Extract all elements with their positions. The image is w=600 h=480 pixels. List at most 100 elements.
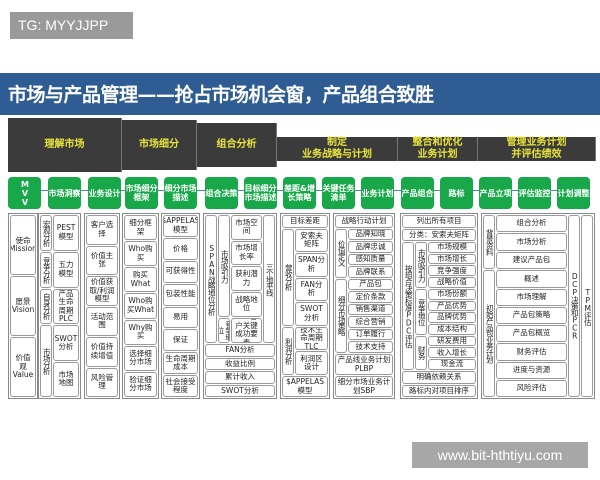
group-label: 利润分析 [282,326,294,375]
arrow-connector [238,190,244,191]
group-items: 产品生命周期PLC [53,288,79,325]
step-5: 组合决策 [205,177,238,209]
step-14: 计划调整 [557,177,590,209]
detail-box: 综合营销 [348,316,393,328]
detail-box: 战略地位 [231,291,262,317]
detail-box: 品牌忠诚 [348,241,393,253]
detail-box: 成本结构 [428,323,476,335]
detail-body: $APPELAS模型价格可获得性包装性能易用保证生命周期成本社会接受程度 [163,215,198,397]
step-12: 产品立项 [479,177,512,209]
group-items: 市场份额产品优势品牌优势成本结构 [428,288,476,335]
detail-group: $APPELAS模型价格可获得性包装性能易用保证生命周期成本社会接受程度 [163,215,198,397]
detail-box: 活动范围 [86,306,118,336]
detail-body: 按组合决策标准PDC评估市场吸引力市场规模市场增长竞争强度战略价值竞争地位市场份… [402,242,476,370]
detail-column: $APPELAS模型价格可获得性包装性能易用保证生命周期成本社会接受程度 [161,213,200,399]
detail-group: 市场吸引力市场规模市场增长竞争强度战略价值 [415,242,476,288]
detail-box: 验证细分市场 [124,371,157,397]
arrow-connector [473,190,479,191]
detail-box: $APPELAS模型 [163,215,198,237]
detail-box: 愿景 Vision [10,276,36,336]
step-7: 差距&增长策略 [283,177,316,209]
group-items: $APPELAS模型价格可获得性包装性能易用保证生命周期成本社会接受程度 [163,215,198,397]
arrow-connector [316,190,322,191]
phase-3: 制定 业务战略与计划 [277,137,398,161]
detail-box: 产品生命周期PLC [53,288,79,325]
arrow-connector [394,190,401,191]
detail-box: 战略价值 [428,277,476,288]
detail-box: 技术支持 [348,341,393,353]
group-label: 背景资料 [483,215,495,270]
detail-box: 市场份额 [428,288,476,300]
group-items: 组合分析市场分析建议产品包 [496,215,567,270]
detail-box: 收益比例 [205,357,275,370]
detail-body: 客户选择价值主张价值获取/利润模型活动范围价值持续增值风险管理 [86,215,118,397]
detail-box: 利润区设计 [295,351,328,375]
step-6: 目标细分市场描述 [244,177,277,209]
phase-2: 组合分析 [197,123,277,167]
group-label: 竞争分析 [40,251,52,288]
arrow-connector [41,190,48,191]
detail-box: $APPELAS模型 [282,376,328,397]
detail-box: 累计收入 [205,371,275,384]
group-items: 产品包定价条款销售渠道综合营销订单履行技术支持 [348,278,393,353]
group-label: 自身分析 [40,288,52,325]
vertical-label: SPAN战略地位分析 [205,215,217,343]
detail-box: 市场空间 [231,215,262,240]
arrow-connector [355,190,361,191]
detail-column: SPAN战略地位分析市场吸引力市场空间市场增长率获利潜力战略地位竞争地位CSF客… [203,213,277,399]
page-title: 市场与产品管理——抢占市场机会窗，产品组合致胜 [8,84,434,106]
detail-box: 易用 [163,306,198,329]
detail-box: 可获得性 [163,260,198,283]
detail-box: 市场增长率 [231,240,262,266]
detail-box: Why购买 [124,319,157,345]
step-9: 业务计划 [361,177,394,209]
detail-box: Who购买 [124,241,157,267]
detail-box: 市场增长 [428,253,476,265]
detail-box: 分类：安索夫矩阵 [402,228,476,241]
step-10: 产品组合 [401,177,434,209]
detail-box: FAN分析 [205,344,275,357]
detail-box: 细分框架 [124,215,157,241]
group-items: 市场空间市场增长率获利潜力战略地位 [231,215,262,317]
phase-1: 市场细分 [122,120,197,170]
detail-box: 价格 [163,237,198,260]
detail-column: 列出所有项目分类：安索夫矩阵按组合决策标准PDC评估市场吸引力市场规模市场增长竞… [400,213,478,399]
detail-box: 品牌联系 [348,266,393,278]
group-label: 竞争地位 [415,288,427,335]
vertical-label: 三个地平线 [263,215,275,343]
detail-group: 自身分析产品生命周期PLC [40,288,79,325]
arrow-connector [81,190,88,191]
step-2: 业务设计 [88,177,121,209]
detail-box: PEST模型 [53,215,79,251]
detail-column: 客户选择价值主张价值获取/利润模型活动范围价值持续增值风险管理 [84,213,120,399]
detail-groups: $APPELAS模型价格可获得性包装性能易用保证生命周期成本社会接受程度 [163,215,198,397]
detail-box: 包装性能 [163,283,198,306]
detail-box: SWOT分析 [295,302,328,326]
header-bar: 市场与产品管理——抢占市场机会窗，产品组合致胜 [0,73,600,115]
phase-5: 管理业务计划 并评估绩效 [478,137,596,161]
group-label: 细分市场策略 [335,278,347,353]
group-items: 客户选择价值主张价值获取/利润模型活动范围价值持续增值风险管理 [86,215,118,397]
detail-group: 细分市场策略产品包定价条款销售渠道综合营销订单履行技术支持 [335,278,393,353]
detail-box: 风险评估 [496,379,567,398]
detail-box: 价值持续增值 [86,337,118,367]
detail-box: FAN分析 [295,277,328,301]
watermark-top: TG: MYYJJPP [10,12,133,39]
step-1: 市场洞察 [48,177,81,209]
detail-group: 竞争地位市场份额产品优势品牌优势成本结构 [415,288,476,335]
group-label: 初始产品包业务计划 [483,270,495,397]
vertical-label: 按组合决策标准PDC评估 [402,242,414,370]
detail-box: 产品优势 [428,300,476,312]
detail-body: 价值定义品牌知晓品牌忠诚感知质量品牌联系细分市场策略产品包定价条款销售渠道综合营… [335,228,393,353]
arrow-connector [434,190,440,191]
arrow-connector [121,190,125,191]
group-label: 营收分析 [282,228,294,326]
detail-box: 目标差距 [282,215,328,228]
detail-box: 获利潜力 [231,266,262,291]
